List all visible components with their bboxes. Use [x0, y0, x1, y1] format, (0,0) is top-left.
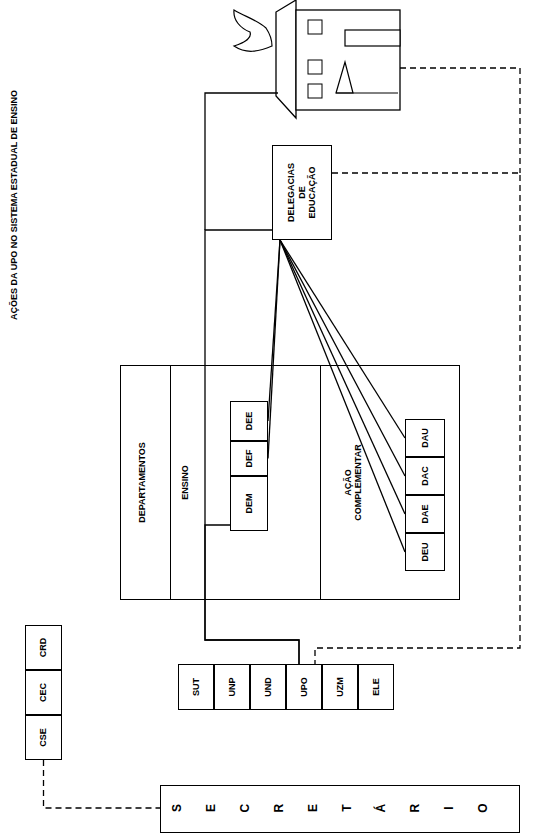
- school-window: [308, 84, 322, 98]
- flag-pole: [336, 93, 398, 94]
- section-band: AÇÃO COMPLEMENTAR DEU DAE DAC DAU: [320, 366, 459, 599]
- department-cell: DEU: [405, 533, 445, 571]
- connector-line: [205, 525, 299, 664]
- department-cell: DAE: [405, 495, 445, 533]
- node-label: DEE: [244, 412, 254, 431]
- node-label: CRD: [38, 638, 48, 658]
- unit-cell: ELE: [358, 664, 394, 710]
- school-link-line: [205, 93, 278, 230]
- connector-line: [280, 240, 405, 438]
- department-box: DEPARTAMENTOS ENSINO DEM DEF DEE AÇÃO COMPLEM…: [120, 365, 460, 600]
- node-label: DAE: [420, 505, 430, 524]
- department-cell: DAC: [405, 457, 445, 495]
- node-label: UZM: [335, 677, 345, 697]
- unit-cell: UND: [250, 664, 286, 710]
- unit-cell: UPO: [286, 664, 322, 710]
- node-label: DAC: [420, 466, 430, 486]
- council-box: CSE: [25, 715, 62, 760]
- node-label: UND: [263, 677, 273, 697]
- node-label: DEM: [244, 494, 254, 514]
- node-label: DAU: [420, 428, 430, 448]
- school-return-line: [400, 68, 520, 173]
- department-cell: DEF: [230, 441, 268, 476]
- node-label: DELEGACIAS DE EDUCAÇÃO: [286, 163, 317, 222]
- school-door: [345, 30, 400, 46]
- bird-figure: [234, 10, 272, 51]
- connector-line: [268, 240, 280, 421]
- council-box: CRD: [25, 625, 62, 670]
- node-label: CEC: [38, 683, 48, 702]
- node-label: AÇÃO COMPLEMENTAR: [343, 444, 364, 520]
- node-label: CSE: [38, 728, 48, 747]
- department-cell: DEM: [230, 476, 268, 531]
- department-cell: DAU: [405, 419, 445, 457]
- council-box: CEC: [25, 670, 62, 715]
- secretary-box: SECRETÁRIO: [160, 785, 520, 833]
- unit-cell: UZM: [322, 664, 358, 710]
- node-label: ELE: [371, 678, 381, 696]
- node-label: DEF: [244, 450, 254, 468]
- connector-line: [205, 230, 299, 664]
- unit-cell: SUT: [178, 664, 214, 710]
- connector-line: [268, 240, 280, 459]
- delegacy-box: DELEGACIAS DE EDUCAÇÃO: [272, 145, 332, 240]
- department-cell: DEE: [230, 401, 268, 441]
- school-window: [308, 20, 322, 34]
- section-band: ENSINO DEM DEF DEE: [170, 366, 320, 599]
- node-label: SUT: [191, 678, 201, 696]
- node-label: UNP: [227, 678, 237, 697]
- node-label: UPO: [299, 677, 309, 697]
- school-flag: [336, 62, 353, 93]
- node-label: DEU: [420, 543, 430, 562]
- school-wall: [296, 10, 400, 110]
- node-label: ENSINO: [180, 465, 190, 500]
- connector-line: [280, 240, 405, 514]
- school-window: [308, 60, 322, 74]
- unit-cell: UNP: [214, 664, 250, 710]
- school-illustration: [234, 0, 400, 118]
- school-roof: [276, 0, 296, 118]
- connector-line: [280, 240, 405, 552]
- node-label: DEPARTAMENTOS: [137, 442, 147, 523]
- dashed-connector: [315, 173, 520, 664]
- connector-line: [280, 240, 405, 476]
- node-label: SECRETÁRIO: [170, 802, 510, 816]
- dashed-connector: [44, 760, 161, 808]
- diagram-title: AÇÕES DA UPO NO SISTEMA ESTADUAL DE ENSI…: [9, 90, 19, 320]
